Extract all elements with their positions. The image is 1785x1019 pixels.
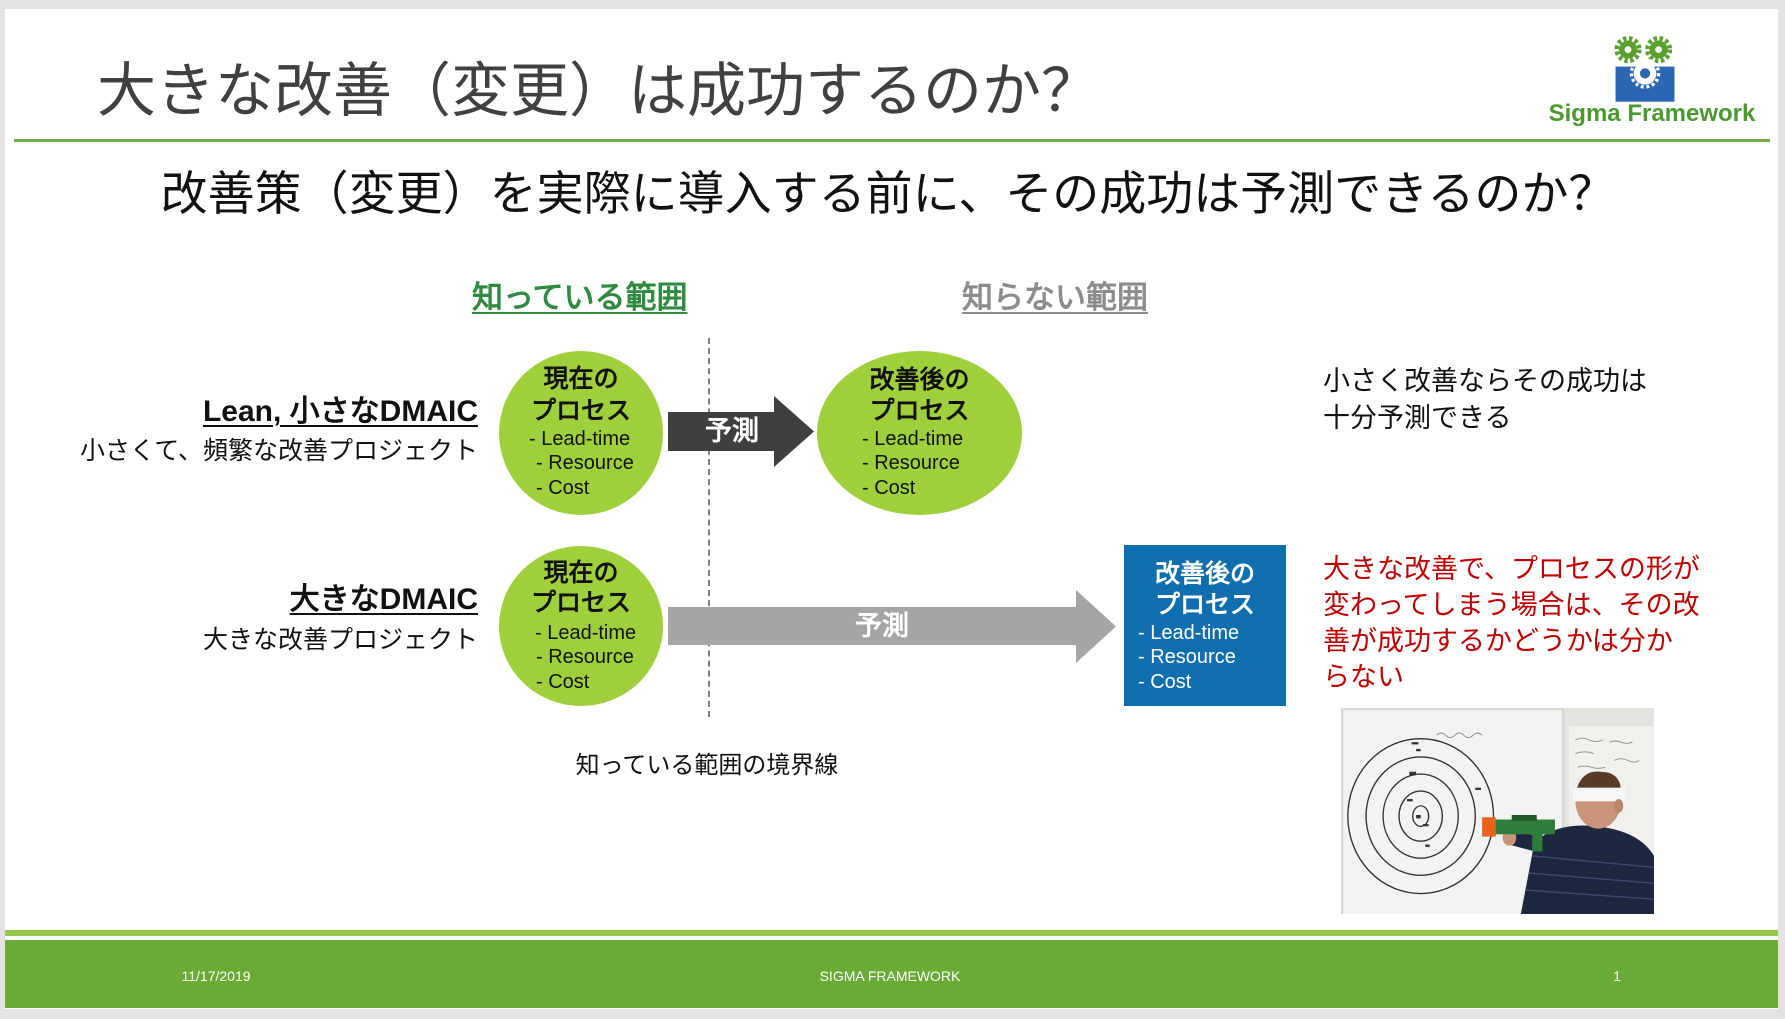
footer-page-number: 1 <box>1613 968 1621 984</box>
process-item-resource: - Resource <box>862 452 960 474</box>
process-item-lead-time: - Lead-time <box>535 622 637 644</box>
row1-improved-process-ellipse: 改善後の プロセス - Lead-time - Resource - Cost <box>817 351 1022 515</box>
row2-description: 大きな改善プロジェクト <box>202 626 478 654</box>
row2-predict-arrow <box>668 590 1116 663</box>
slide-title: 大きな改善（変更）は成功するのか？ <box>97 58 1101 124</box>
row2-current-process-circle: 現在の プロセス - Lead-time - Resource - Cost <box>499 546 663 706</box>
sigma-framework-gears-icon <box>1614 36 1675 102</box>
improved-process-title-line2: プロセス <box>1154 591 1255 619</box>
row1-note: 小さく改善ならその成功は 十分予測できる <box>1323 363 1647 437</box>
person-figure <box>1502 771 1654 914</box>
process-item-resource: - Resource <box>536 452 634 474</box>
process-item-resource: - Resource <box>1138 646 1236 668</box>
blindfolded-target-photo <box>1341 708 1654 914</box>
toy-gun <box>1482 814 1555 852</box>
row2-predict-arrow-label: 予測 <box>855 611 909 641</box>
target-rings <box>1347 738 1495 895</box>
known-range-boundary-line <box>708 338 710 717</box>
current-process-title-line2: プロセス <box>530 589 631 617</box>
row1-predict-arrow <box>668 396 814 467</box>
current-process-title-line1: 現在の <box>543 365 619 393</box>
logo-text: Sigma Framework <box>1548 100 1756 127</box>
footer-date: 11/17/2019 <box>181 968 251 984</box>
row1-predict-arrow-label: 予測 <box>705 416 759 446</box>
known-range-label: 知っている範囲 <box>472 280 688 315</box>
row2-warning-note: 大きな改善で、プロセスの形が 変わってしまう場合は、その改 善が成功するかどうか… <box>1323 551 1700 695</box>
row1-current-process-circle: 現在の プロセス - Lead-time - Resource - Cost <box>499 351 663 515</box>
row2-note-line: 変わってしまう場合は、その改 <box>1323 590 1700 620</box>
footer-brand: SIGMA FRAMEWORK <box>819 968 961 984</box>
row2-note-line: らない <box>1323 662 1404 692</box>
process-item-cost: - Cost <box>536 671 590 693</box>
process-item-lead-time: - Lead-time <box>529 428 631 450</box>
footer-accent-strip <box>5 930 1778 936</box>
process-item-lead-time: - Lead-time <box>862 428 964 450</box>
row1-description: 小さくて、頻繁な改善プロジェクト <box>79 437 478 465</box>
process-item-cost: - Cost <box>536 477 590 499</box>
title-divider <box>14 139 1770 142</box>
row2-note-line: 大きな改善で、プロセスの形が <box>1323 554 1700 584</box>
process-item-cost: - Cost <box>862 477 916 499</box>
process-item-resource: - Resource <box>536 646 634 668</box>
process-item-lead-time: - Lead-time <box>1138 622 1240 644</box>
improved-process-title-line1: 改善後の <box>869 366 970 394</box>
row2-heading: 大きなDMAIC <box>289 583 478 616</box>
current-process-title-line1: 現在の <box>543 559 619 587</box>
improved-process-title-line2: プロセス <box>869 397 970 425</box>
row1-heading: Lean, 小さなDMAIC <box>202 395 478 428</box>
improved-process-title-line1: 改善後の <box>1154 560 1255 588</box>
unknown-range-label: 知らない範囲 <box>962 280 1148 315</box>
process-item-cost: - Cost <box>1138 671 1192 693</box>
footer-band <box>5 940 1778 1008</box>
row1-note-line: 十分予測できる <box>1323 403 1512 433</box>
row1-note-line: 小さく改善ならその成功は <box>1323 366 1647 396</box>
slide-subtitle: 改善策（変更）を実際に導入する前に、その成功は予測できるのか？ <box>160 167 1616 220</box>
row2-note-line: 善が成功するかどうかは分か <box>1323 626 1673 656</box>
boundary-line-label: 知っている範囲の境界線 <box>575 752 839 779</box>
current-process-title-line2: プロセス <box>530 397 631 425</box>
row2-improved-process-box: 改善後の プロセス - Lead-time - Resource - Cost <box>1124 545 1286 706</box>
